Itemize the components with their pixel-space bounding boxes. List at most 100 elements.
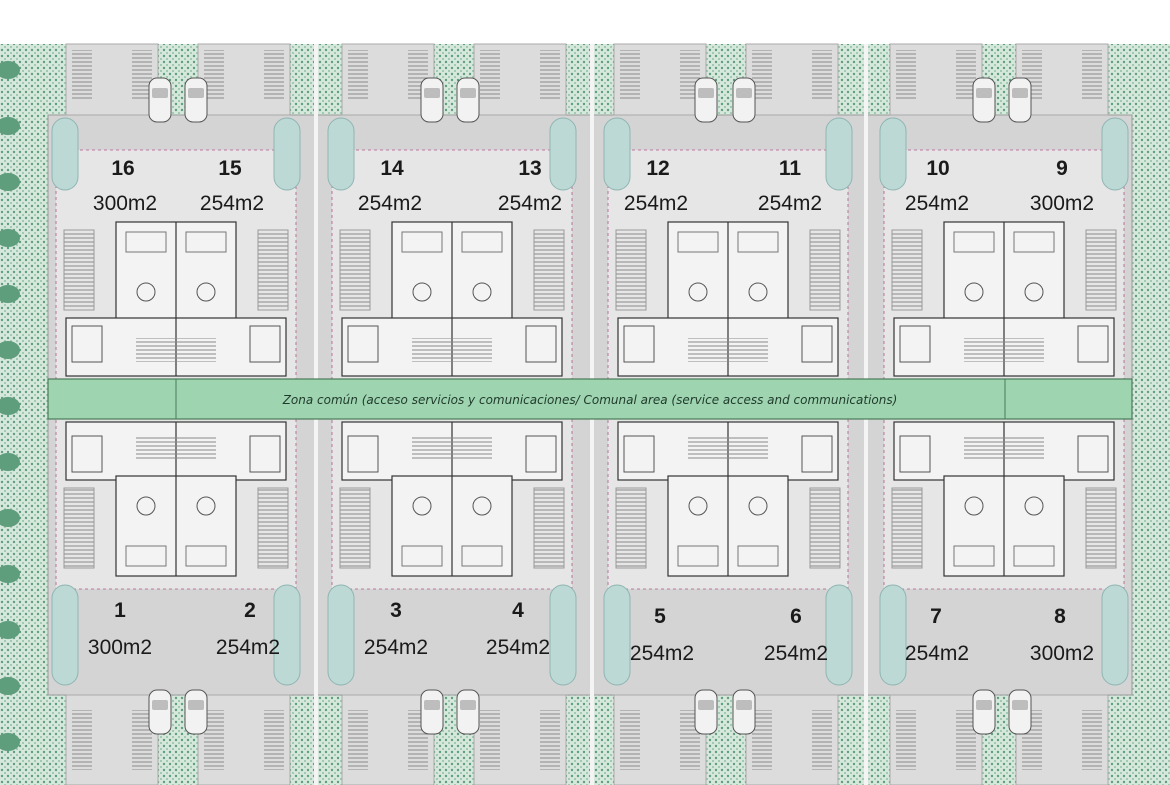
terrace: [533, 487, 565, 569]
car-body: [972, 77, 996, 123]
parking-hatch: [1082, 50, 1102, 100]
garden-oval: [51, 117, 79, 191]
car-windshield: [460, 88, 476, 98]
garden-oval: [273, 584, 301, 686]
bed-symbol: [347, 435, 379, 473]
garden-oval: [327, 117, 355, 191]
shrub: [0, 61, 20, 79]
shrub: [0, 229, 20, 247]
car-body: [148, 689, 172, 735]
car: [148, 77, 172, 123]
stair-symbol: [688, 338, 768, 362]
house-pair-top: [341, 221, 563, 377]
parking-hatch: [72, 50, 92, 100]
shrub-row: [0, 61, 20, 751]
table-symbol: [136, 496, 156, 516]
unit-area: 254m2: [905, 642, 969, 665]
unit-area: 254m2: [498, 192, 562, 215]
unit-number: 1: [114, 599, 126, 622]
furniture: [125, 231, 167, 253]
garden-oval: [825, 584, 853, 686]
garden-oval: [327, 584, 355, 686]
parking-hatch: [896, 50, 916, 100]
cars-layer: [148, 77, 1032, 735]
car-windshield: [424, 88, 440, 98]
car-windshield: [976, 88, 992, 98]
unit-area: 300m2: [1030, 192, 1094, 215]
house-pair-bottom: [617, 421, 839, 577]
garden-oval: [1101, 584, 1129, 686]
car-windshield: [698, 88, 714, 98]
car: [972, 689, 996, 735]
shrub: [0, 117, 20, 135]
bed-symbol: [249, 325, 281, 363]
car: [420, 77, 444, 123]
furniture: [737, 545, 779, 567]
stair-symbol: [412, 436, 492, 460]
table-symbol: [472, 496, 492, 516]
unit-area: 254m2: [764, 642, 828, 665]
terrace: [257, 229, 289, 311]
shrub: [0, 285, 20, 303]
table-symbol: [472, 282, 492, 302]
terrace: [1085, 229, 1117, 311]
common-zone-label: Zona común (acceso servicios y comunicac…: [282, 393, 898, 407]
table-symbol: [748, 496, 768, 516]
shrub: [0, 677, 20, 695]
shrub: [0, 397, 20, 415]
car-windshield: [1012, 700, 1028, 710]
car-windshield: [188, 700, 204, 710]
car-body: [184, 77, 208, 123]
parking-hatch: [132, 50, 152, 100]
car-body: [732, 77, 756, 123]
stair-symbol: [964, 436, 1044, 460]
car-windshield: [736, 88, 752, 98]
unit-area: 254m2: [758, 192, 822, 215]
furniture: [401, 545, 443, 567]
bed-symbol: [623, 435, 655, 473]
shrub: [0, 621, 20, 639]
terrace: [809, 229, 841, 311]
parking-hatch: [264, 50, 284, 100]
car: [456, 77, 480, 123]
house-pair-top: [65, 221, 287, 377]
parking-hatch: [620, 50, 640, 100]
garden-oval: [273, 117, 301, 191]
table-symbol: [196, 496, 216, 516]
unit-area: 254m2: [364, 636, 428, 659]
car: [732, 689, 756, 735]
car-body: [420, 77, 444, 123]
parking-hatch: [896, 710, 916, 770]
terrace: [615, 229, 647, 311]
parking-hatch: [620, 710, 640, 770]
stair-symbol: [412, 338, 492, 362]
garden-oval: [879, 117, 907, 191]
car-windshield: [1012, 88, 1028, 98]
parking-hatch: [752, 50, 772, 100]
shrub: [0, 565, 20, 583]
car-body: [456, 77, 480, 123]
unit-number: 10: [926, 157, 949, 180]
parking-hatch: [752, 710, 772, 770]
car-body: [420, 689, 444, 735]
table-symbol: [1024, 496, 1044, 516]
car: [972, 77, 996, 123]
furniture: [125, 545, 167, 567]
terrace: [1085, 487, 1117, 569]
shrub: [0, 173, 20, 191]
car-windshield: [736, 700, 752, 710]
house-pair-top: [893, 221, 1115, 377]
stair-symbol: [136, 338, 216, 362]
terrace: [891, 229, 923, 311]
table-symbol: [412, 496, 432, 516]
car-body: [694, 77, 718, 123]
unit-area: 254m2: [216, 636, 280, 659]
furniture: [461, 231, 503, 253]
unit-area: 254m2: [486, 636, 550, 659]
bed-symbol: [71, 435, 103, 473]
house-pair-bottom: [65, 421, 287, 577]
garden-oval: [879, 584, 907, 686]
bed-symbol: [525, 325, 557, 363]
car-body: [694, 689, 718, 735]
unit-number: 9: [1056, 157, 1068, 180]
